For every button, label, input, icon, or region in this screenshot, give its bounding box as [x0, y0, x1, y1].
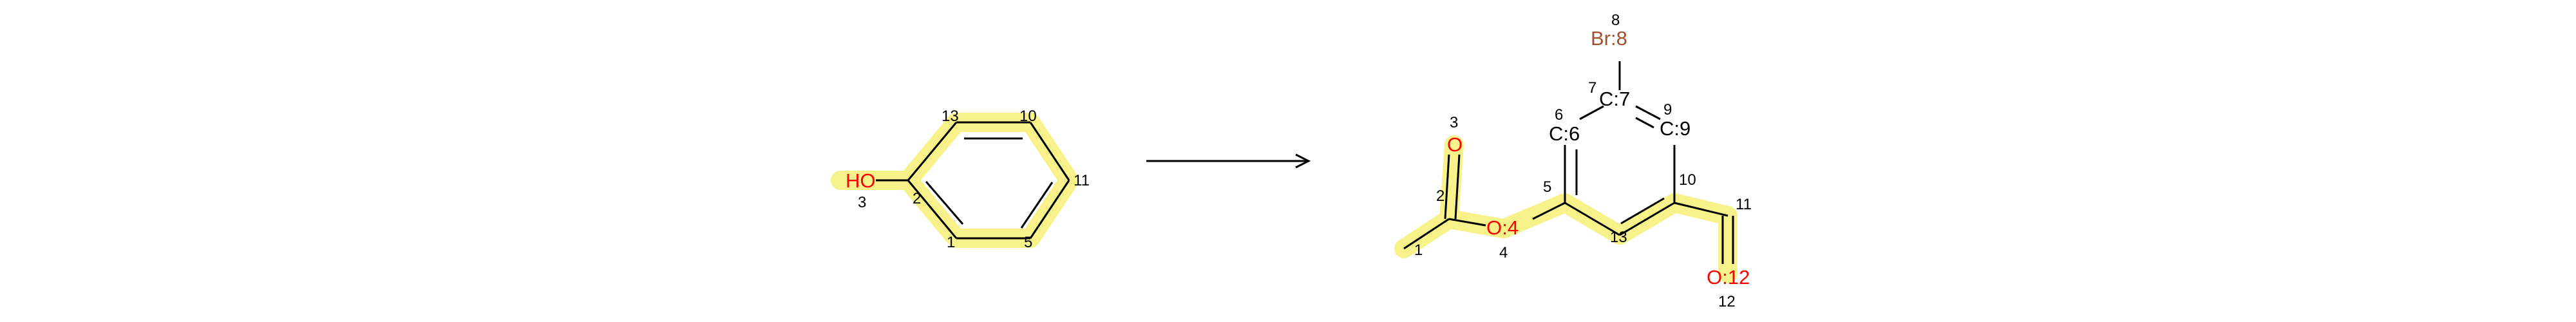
bond-c2-o3-b: [1454, 154, 1461, 220]
atom-label-o3: O: [1447, 133, 1463, 156]
bond-c6-c7: [1579, 105, 1604, 120]
reactant-labels: HO 3 2 1 13 10 11 5: [846, 108, 1090, 251]
product-bonds: [1403, 61, 1734, 264]
atom-map-c11: 11: [1074, 172, 1090, 189]
bond-c11-c5: [1029, 180, 1070, 239]
atom-map-c10: 10: [1679, 171, 1696, 189]
atom-map-c13: 13: [1610, 229, 1627, 246]
bond-c2-o4: [1448, 218, 1486, 227]
atom-map-c6: 6: [1555, 106, 1563, 124]
bond-inner-c1-c2: [925, 181, 964, 225]
atom-map-c5: 5: [1024, 234, 1032, 251]
bond-c1-c2: [907, 180, 958, 239]
atom-map-o4: 4: [1499, 244, 1508, 261]
reactant-bonds: [876, 121, 1070, 240]
atom-label-o4: O:4: [1486, 216, 1519, 239]
bond-inner-c11-c5: [1020, 182, 1054, 229]
atom-map-c9: 9: [1663, 101, 1672, 118]
bond-c7-c9-inner: [1635, 117, 1654, 129]
atom-map-o3: 3: [1450, 114, 1458, 131]
atom-map-c1: 1: [1414, 242, 1423, 259]
bond-c10-c13-inner: [1620, 197, 1665, 225]
bond-o4-c5: [1532, 202, 1566, 220]
atom-map-o12: 12: [1718, 293, 1736, 310]
atom-map-c11: 11: [1736, 196, 1752, 213]
bond-c2-o3-a: [1444, 154, 1450, 220]
atom-label-c7: C:7: [1599, 88, 1630, 110]
reaction-arrow: [1146, 153, 1311, 169]
bond-c7-c9: [1635, 105, 1661, 120]
atom-label-c9: C:9: [1660, 117, 1690, 140]
atom-label-o12: O:12: [1707, 266, 1750, 289]
bond-c13-c5: [1564, 202, 1620, 236]
atom-label-br8: Br:8: [1591, 27, 1627, 50]
atom-map-c2: 2: [913, 190, 921, 207]
atom-map-c5: 5: [1543, 178, 1551, 196]
bond-c10-c13: [1619, 202, 1675, 236]
atom-map-c2: 2: [1436, 187, 1444, 205]
atom-map-o3: 3: [858, 194, 866, 211]
atom-map-br8: 8: [1611, 12, 1620, 29]
reactant-molecule: HO 3 2 1 13 10 11 5: [831, 108, 1090, 251]
atom-map-c7: 7: [1588, 79, 1596, 97]
product-molecule: O 3 2 1 O:4 4 5 C:6 6 C:7 7 Br:8 8 C:9 9…: [1394, 12, 1752, 310]
bond-c1-c2: [1403, 218, 1450, 250]
atom-map-c10: 10: [1019, 108, 1037, 125]
atom-map-c13: 13: [942, 108, 959, 125]
atom-map-c1: 1: [947, 234, 955, 251]
bond-c10-c11: [1029, 122, 1070, 181]
atom-label-c6: C:6: [1549, 122, 1580, 145]
atom-label-ho: HO: [846, 169, 876, 192]
bond-c10-c11: [1674, 202, 1728, 217]
product-labels: O 3 2 1 O:4 4 5 C:6 6 C:7 7 Br:8 8 C:9 9…: [1414, 12, 1752, 310]
bond-c2-c13: [907, 122, 958, 181]
